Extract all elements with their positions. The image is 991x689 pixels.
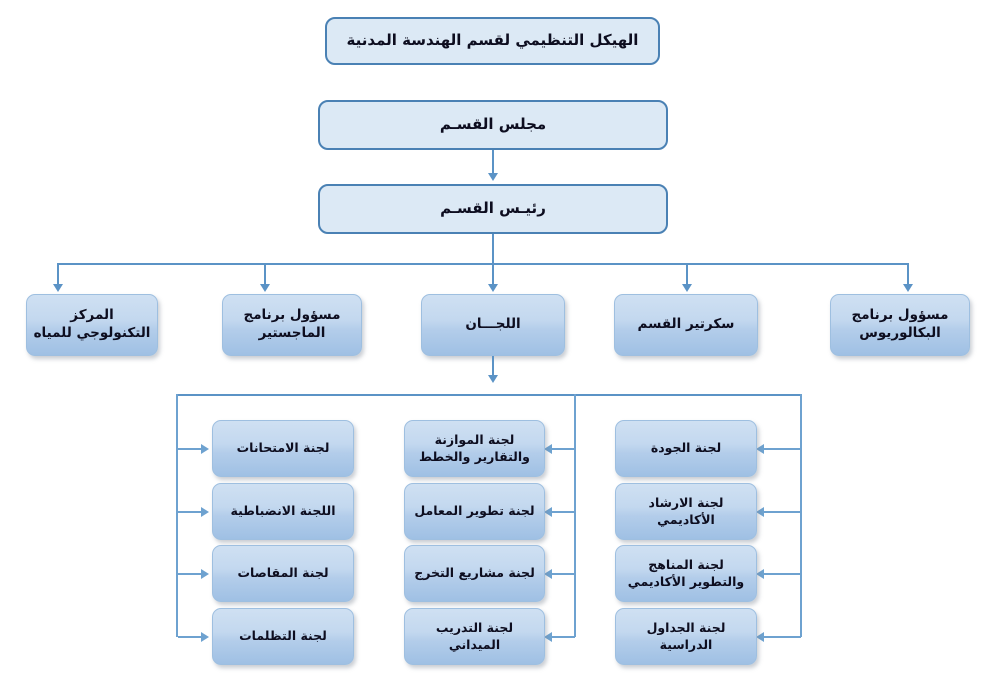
committee-quality-label: لجنة الجودة [650,440,722,456]
node-bachelor-program-officer[interactable]: مسؤول برنامج البكالوريوس [830,294,970,356]
arrowhead-drop-water-center [53,284,63,292]
committee-quality[interactable]: لجنة الجودة [615,420,757,477]
committee-grievances-label: لجنة التظلمات [239,628,327,644]
connector-level2-bus [57,263,909,265]
rail-middle-column [574,394,576,637]
committee-disciplinary-label: اللجنة الانضباطية [230,503,336,519]
committee-field-training-label: لجنة التدريب الميداني [435,620,514,652]
feeder-right-1 [763,448,801,450]
arrowhead-left-2 [201,507,209,517]
arrowhead-right-4 [756,632,764,642]
arrowhead-drop-masters [260,284,270,292]
committee-grievances[interactable]: لجنة التظلمات [212,608,354,665]
committee-clearances[interactable]: لجنة المقاصات [212,545,354,602]
arrowhead-middle-3 [544,569,552,579]
node-committees-label: اللجـــان [465,316,521,333]
connector-drop-water-center [57,263,59,285]
node-department-head[interactable]: رئيـس القسـم [318,184,668,234]
arrowhead-left-1 [201,444,209,454]
feeder-left-3 [178,573,202,575]
connector-drop-secretary [686,263,688,285]
connector-council-to-head [492,150,494,174]
rail-right-column [800,394,802,637]
committee-study-schedules-label: لجنة الجداول الدراسية [646,620,726,652]
node-title[interactable]: الهيكل التنظيمي لقسم الهندسة المدنية [325,17,660,65]
arrowhead-drop-secretary [682,284,692,292]
feeder-middle-4 [551,636,575,638]
node-title-label: الهيكل التنظيمي لقسم الهندسة المدنية [346,31,639,50]
arrowhead-right-1 [756,444,764,454]
feeder-right-2 [763,511,801,513]
arrowhead-committees-down [488,375,498,383]
committee-disciplinary[interactable]: اللجنة الانضباطية [212,483,354,540]
arrowhead-right-2 [756,507,764,517]
connector-drop-masters [264,263,266,285]
committee-curricula-academic-development-label: لجنة المناهج والتطوير الأكاديمي [627,557,745,589]
feeder-left-1 [178,448,202,450]
node-masters-program-officer[interactable]: مسؤول برنامج الماجستير [222,294,362,356]
connector-committees-bus [176,394,802,396]
committee-budget-reports-plans-label: لجنة الموازنة والتقارير والخطط [419,432,530,464]
arrowhead-left-4 [201,632,209,642]
committee-graduation-projects[interactable]: لجنة مشاريع التخرج [404,545,545,602]
connector-head-down [492,234,494,263]
committee-study-schedules[interactable]: لجنة الجداول الدراسية [615,608,757,665]
arrowhead-middle-2 [544,507,552,517]
connector-drop-bachelor [907,263,909,285]
node-committees[interactable]: اللجـــان [421,294,565,356]
node-water-technology-center-label: المركز التكنولوجي للمياه [33,307,151,341]
node-water-technology-center[interactable]: المركز التكنولوجي للمياه [26,294,158,356]
arrowhead-middle-4 [544,632,552,642]
feeder-middle-2 [551,511,575,513]
feeder-left-4 [178,636,202,638]
feeder-left-2 [178,511,202,513]
feeder-middle-1 [551,448,575,450]
arrowhead-drop-committees [488,284,498,292]
node-department-head-label: رئيـس القسـم [440,199,546,218]
committee-academic-advising[interactable]: لجنة الارشاد الأكاديمي [615,483,757,540]
feeder-middle-3 [551,573,575,575]
arrowhead-right-3 [756,569,764,579]
committee-graduation-projects-label: لجنة مشاريع التخرج [414,565,535,581]
committee-lab-development[interactable]: لجنة تطوير المعامل [404,483,545,540]
node-bachelor-program-officer-label: مسؤول برنامج البكالوريوس [851,307,949,341]
committee-budget-reports-plans[interactable]: لجنة الموازنة والتقارير والخطط [404,420,545,477]
rail-left-column [176,394,178,637]
committee-field-training[interactable]: لجنة التدريب الميداني [404,608,545,665]
arrowhead-middle-1 [544,444,552,454]
arrowhead-drop-bachelor [903,284,913,292]
committee-examinations[interactable]: لجنة الامتحانات [212,420,354,477]
committee-clearances-label: لجنة المقاصات [237,565,329,581]
committee-academic-advising-label: لجنة الارشاد الأكاديمي [648,495,724,527]
committee-lab-development-label: لجنة تطوير المعامل [414,503,535,519]
node-department-council[interactable]: مجلس القسـم [318,100,668,150]
node-department-secretary[interactable]: سكرتير القسم [614,294,758,356]
committee-curricula-academic-development[interactable]: لجنة المناهج والتطوير الأكاديمي [615,545,757,602]
node-department-council-label: مجلس القسـم [439,115,547,134]
connector-committees-down [492,356,494,376]
connector-drop-committees [492,263,494,285]
node-masters-program-officer-label: مسؤول برنامج الماجستير [243,307,341,341]
feeder-right-4 [763,636,801,638]
arrowhead-council-to-head [488,173,498,181]
arrowhead-left-3 [201,569,209,579]
node-department-secretary-label: سكرتير القسم [637,316,735,333]
committee-examinations-label: لجنة الامتحانات [236,440,330,456]
feeder-right-3 [763,573,801,575]
